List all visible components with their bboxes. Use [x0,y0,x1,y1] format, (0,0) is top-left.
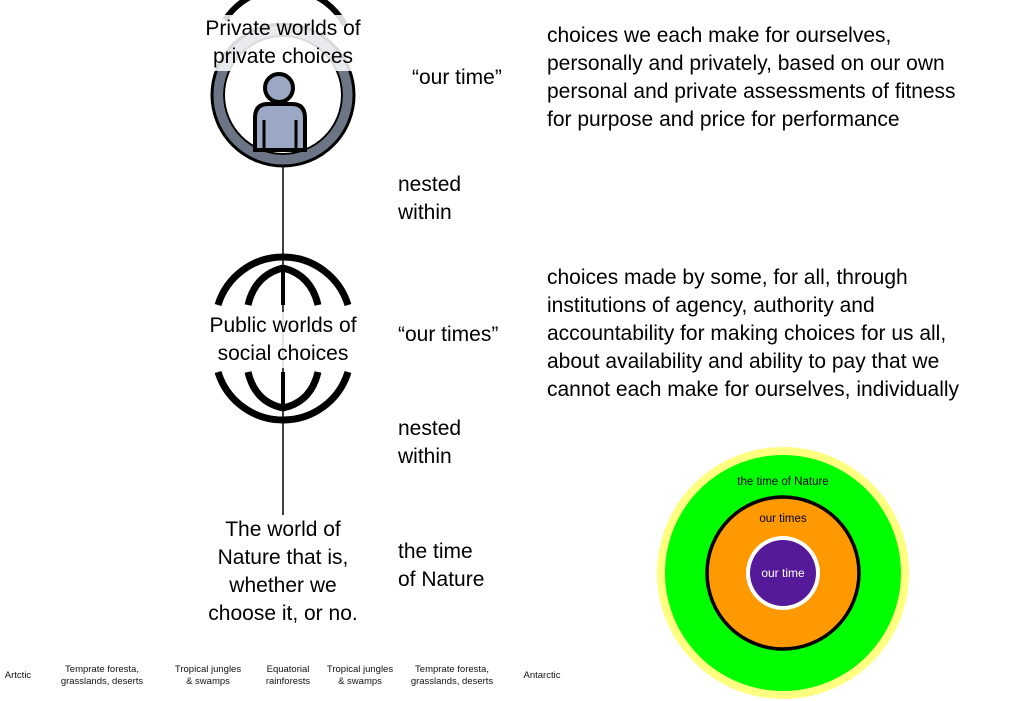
description-line: accountability for making choices for us… [547,322,947,345]
description-line: personal and private assessments of fitn… [547,80,956,103]
nested-line: within [398,445,452,468]
description-line: choices made by some, for all, through [547,266,908,289]
nature-title: The world of Nature that is, whether we … [188,516,378,628]
private-title-line: Private worlds of [205,17,361,40]
private-description: choices we each make for ourselves, pers… [547,22,956,134]
nature-time-label: the time of Nature [398,538,484,594]
public-time-label: “our times” [398,323,499,346]
climate-zones: Artctic Temprate foresta, grasslands, de… [0,664,580,694]
zone-label: Antarctic [523,670,561,681]
public-description: choices made by some, for all, through i… [547,264,959,404]
description-line: personally and privately, based on our o… [547,52,945,75]
nested-line: nested [398,173,462,196]
nature-title-line: The world of [225,518,341,541]
description-line: about availability and ability to pay th… [547,350,940,373]
zone-label: Temprate foresta, grasslands, deserts [60,664,144,687]
zone-label: Temprate foresta, grasslands, deserts [410,664,494,687]
outer-circle-label: the time of Nature [737,476,829,488]
zone-label: Equatorial rainforests [265,664,311,687]
nested-within-2: nested within [398,415,461,471]
nested-line: within [398,201,452,224]
description-line: choices we each make for ourselves, [547,24,892,47]
nature-time-line: the time [398,540,473,563]
nested-within-1: nested within [398,171,461,227]
nature-title-line: choose it, or no. [208,602,358,625]
nature-title-line: Nature that is, [217,546,349,569]
description-line: for purpose and price for performance [547,108,900,131]
nested-line: nested [398,417,462,440]
private-title: Private worlds of private choices [188,15,378,71]
nature-title-line: whether we [229,574,337,597]
middle-circle-label: our times [759,513,807,525]
description-line: institutions of agency, authority and [547,294,875,317]
nested-circles [657,447,909,699]
public-title-line: social choices [217,342,349,365]
public-title: Public worlds of social choices [190,312,376,368]
public-title-line: Public worlds of [209,314,357,337]
zone-label: Artctic [4,670,32,681]
description-line: cannot each make for ourselves, individu… [547,378,960,401]
zone-label: Tropical jungles & swamps [174,664,242,687]
our-time-circle [750,540,816,606]
globe-icon [214,253,352,424]
nature-time-line: of Nature [398,568,485,591]
private-title-line: private choices [212,45,354,68]
zone-label: Tropical jungles & swamps [326,664,394,687]
private-time-label: “our time” [412,66,502,89]
inner-circle-label: our time [761,566,805,580]
